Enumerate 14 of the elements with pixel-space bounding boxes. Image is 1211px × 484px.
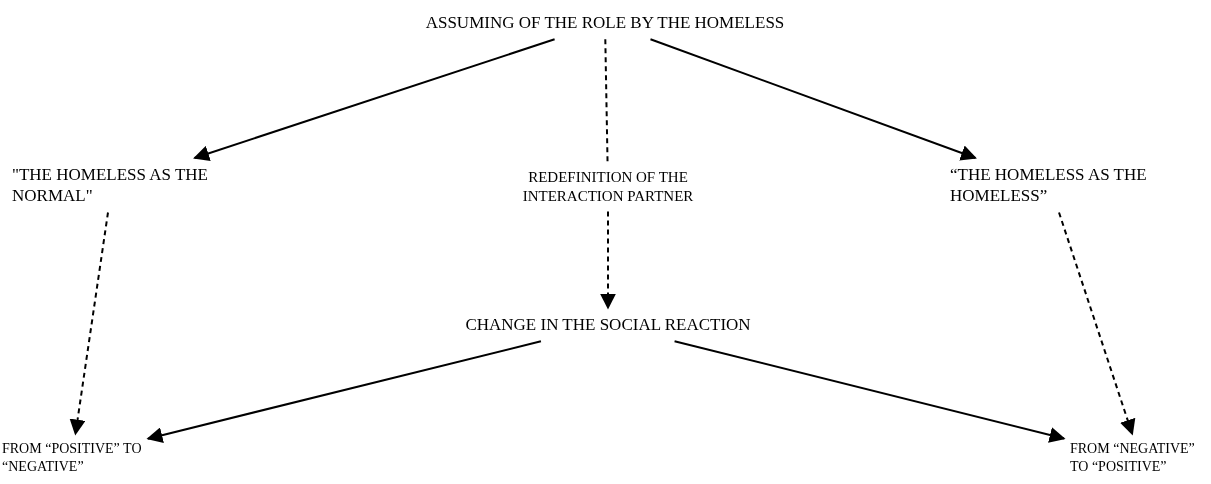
arrow bbox=[193, 38, 556, 162]
arrow bbox=[600, 210, 616, 310]
node-label: “THE HOMELESS AS THE HOMELESS” bbox=[950, 164, 1150, 207]
arrow bbox=[146, 340, 542, 443]
arrow bbox=[1058, 211, 1136, 436]
arrow bbox=[649, 38, 977, 161]
node-label: CHANGE IN THE SOCIAL REACTION bbox=[448, 314, 768, 336]
node-label: REDEFINITION OF THE INTERACTION PARTNER bbox=[508, 168, 708, 206]
arrow bbox=[673, 340, 1066, 443]
node-label: FROM “NEGATIVE” TO “POSITIVE” bbox=[1070, 440, 1210, 475]
node-label: FROM “POSITIVE” TO “NEGATIVE” bbox=[2, 440, 142, 475]
node-label: ASSUMING OF THE ROLE BY THE HOMELESS bbox=[305, 12, 905, 34]
node-label: "THE HOMELESS AS THE NORMAL" bbox=[12, 164, 212, 207]
arrow bbox=[69, 211, 109, 436]
